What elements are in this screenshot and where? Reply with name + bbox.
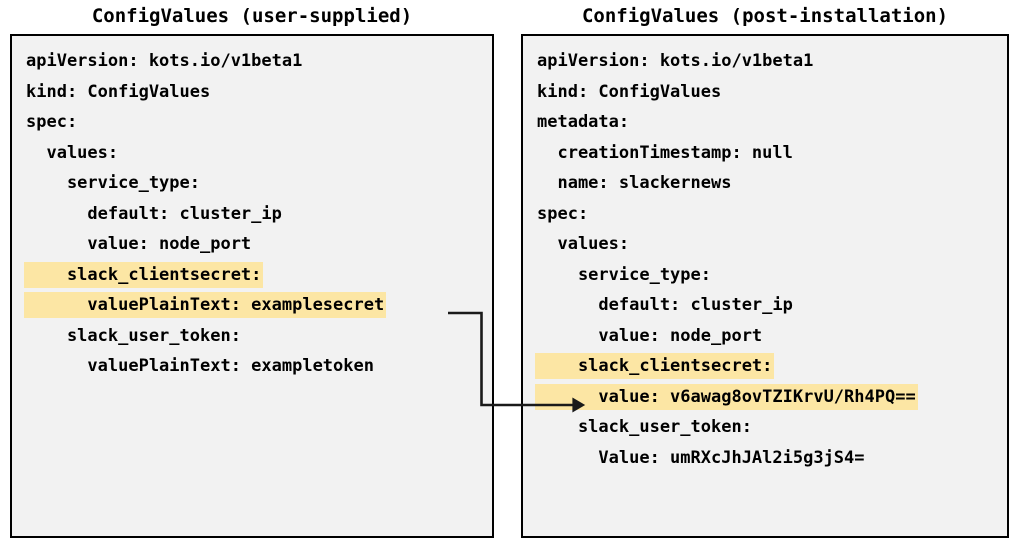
yaml-line-text: spec: (537, 203, 589, 224)
yaml-line: apiVersion: kots.io/v1beta1 (12, 46, 492, 77)
yaml-line: name: slackernews (523, 168, 1007, 199)
yaml-line-text: value: v6awag8ovTZIKrvU/Rh4PQ== (535, 383, 918, 410)
yaml-box-left: apiVersion: kots.io/v1beta1 kind: ConfigV… (10, 34, 494, 538)
panel-title-left: ConfigValues (user-supplied) (91, 5, 413, 27)
yaml-line-text: values: (26, 142, 119, 163)
yaml-line: kind: ConfigValues (12, 77, 492, 108)
yaml-line-highlighted: slack_clientsecret: (12, 260, 492, 291)
yaml-line: values: (523, 229, 1007, 260)
yaml-line-highlighted: slack_clientsecret: (523, 351, 1007, 382)
yaml-line-text: default: cluster_ip (537, 295, 793, 315)
yaml-line: service_type: (523, 260, 1007, 291)
yaml-line-highlighted: value: v6awag8ovTZIKrvU/Rh4PQ== (523, 382, 1007, 413)
yaml-line-text: slack_user_token: (537, 417, 752, 437)
yaml-line: default: cluster_ip (523, 290, 1007, 321)
yaml-line: slack_user_token: (12, 321, 492, 352)
yaml-line: spec: (12, 107, 492, 138)
yaml-line: value: node_port (523, 321, 1007, 352)
yaml-line: apiVersion: kots.io/v1beta1 (523, 46, 1007, 77)
yaml-line-text: value: node_port (26, 234, 252, 254)
yaml-line-text: apiVersion: kots.io/v1beta1 (26, 51, 303, 71)
yaml-line-highlighted: valuePlainText: examplesecret (12, 290, 492, 321)
config-values-user-supplied-panel: ConfigValues (user-supplied) apiVersion:… (10, 0, 494, 538)
yaml-line: slack_user_token: (523, 412, 1007, 443)
yaml-line-text: value: node_port (537, 325, 763, 346)
yaml-line: default: cluster_ip (12, 199, 492, 230)
yaml-line-text: slack_user_token: (26, 325, 241, 346)
yaml-line-text: slack_clientsecret: (24, 261, 264, 288)
yaml-line: Value: umRXcJhJAl2i5g3jS4= (523, 443, 1007, 474)
yaml-line: creationTimestamp: null (523, 138, 1007, 169)
yaml-line: metadata: (523, 107, 1007, 138)
yaml-line-text: apiVersion: kots.io/v1beta1 (537, 51, 814, 71)
yaml-line-text: valuePlainText: examplesecret (24, 292, 387, 318)
yaml-line-text: service_type: (537, 264, 711, 285)
yaml-line-text: Value: umRXcJhJAl2i5g3jS4= (537, 447, 865, 468)
yaml-line-text: default: cluster_ip (26, 203, 282, 224)
yaml-line-text: service_type: (26, 173, 200, 193)
config-values-post-installation-panel: ConfigValues (post-installation) apiVers… (521, 0, 1009, 538)
yaml-line-text: slack_clientsecret: (535, 353, 775, 379)
yaml-line: service_type: (12, 168, 492, 199)
yaml-line-text: name: slackernews (537, 173, 732, 193)
yaml-box-right: apiVersion: kots.io/v1beta1 kind: ConfigV… (521, 34, 1009, 538)
yaml-line: values: (12, 138, 492, 169)
yaml-line-text: kind: ConfigValues (26, 81, 211, 102)
yaml-line-text: valuePlainText: exampletoken (26, 356, 374, 376)
yaml-line: spec: (523, 199, 1007, 230)
yaml-line-text: spec: (26, 112, 78, 132)
yaml-line: kind: ConfigValues (523, 77, 1007, 108)
yaml-line-text: kind: ConfigValues (537, 81, 722, 102)
yaml-line-text: creationTimestamp: null (537, 142, 793, 163)
panel-title-right: ConfigValues (post-installation) (581, 5, 949, 27)
yaml-line: valuePlainText: exampletoken (12, 351, 492, 382)
yaml-line: value: node_port (12, 229, 492, 260)
yaml-line-text: metadata: (537, 112, 630, 132)
yaml-line-text: values: (537, 234, 630, 254)
